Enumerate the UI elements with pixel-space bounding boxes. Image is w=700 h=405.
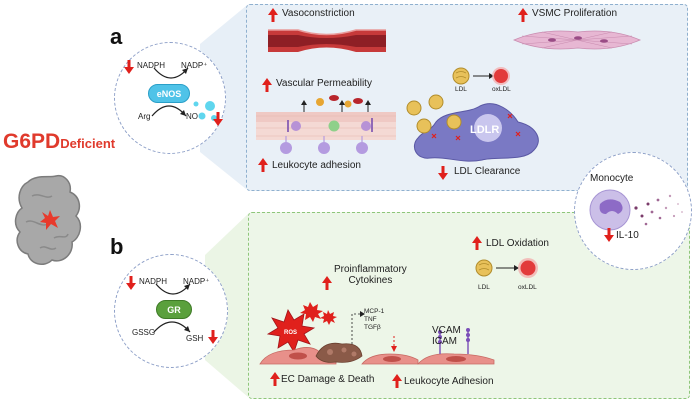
oxldl-label-b: oxLDL — [518, 284, 537, 291]
ldl-oxldl-a-icon — [452, 67, 510, 85]
monocyte-cell-icon — [589, 189, 683, 231]
leukocyte-cells-a-icon — [280, 136, 368, 154]
ldl-clearance-label: LDL Clearance — [454, 166, 521, 177]
cytokine-arrows-icon — [351, 311, 397, 352]
gsh-label: GSH — [186, 334, 204, 343]
ec-damage-label: EC Damage & Death — [281, 374, 375, 385]
g6pd-protein-icon — [14, 174, 82, 265]
leuko-adhesion-b-label: Leukocyte Adhesion — [404, 376, 494, 387]
ldlr-cell-icon — [406, 94, 539, 162]
nadp-label-a: NADP⁺ — [181, 61, 208, 70]
cytokines-line-1: Proinflammatory — [334, 264, 407, 275]
gssg-curve-b — [153, 321, 191, 333]
il10-label: IL-10 — [616, 230, 639, 241]
il10-down-arrow — [604, 228, 614, 247]
nadph-curve-b — [155, 283, 191, 295]
permeability-label: Vascular Permeability — [276, 78, 372, 89]
cytokines-label: Proinflammatory Cytokines — [334, 264, 407, 286]
monocyte-label: Monocyte — [590, 173, 634, 184]
leukocyte-up-arrow-a — [258, 158, 268, 177]
permeability-up-arrow — [262, 78, 272, 97]
cytokines-up-arrow — [322, 276, 332, 295]
no-label: NO — [186, 112, 198, 121]
leukocyte-adhesion-a-label: Leukocyte adhesion — [272, 160, 361, 171]
ec-damage-up-arrow — [270, 372, 280, 391]
adhesion-molecules-label: VCAM ICAM — [432, 325, 461, 347]
oxldl-label-a: oxLDL — [492, 86, 511, 93]
ldl-clearance-down-arrow — [438, 166, 448, 185]
enos-enzyme: eNOS — [148, 84, 190, 103]
cytokine-mcp1: MCP-1 — [364, 308, 385, 315]
gr-enzyme: GR — [156, 300, 192, 319]
ldl-label-a: LDL — [455, 86, 467, 93]
gsh-down-arrow — [208, 330, 218, 349]
nadph-label-b: NADPH — [139, 277, 168, 286]
ldl-oxldl-b-icon — [475, 258, 538, 278]
ldl-oxidation-label: LDL Oxidation — [486, 238, 549, 249]
panel-letter-a: a — [110, 24, 123, 49]
ros-burst-icon — [266, 302, 337, 353]
enos-circle — [114, 42, 226, 154]
vsmc-up-arrow — [518, 8, 528, 27]
g6pd-main-label: G6PD — [3, 130, 61, 153]
leuko-adhesion-up-arrow — [392, 374, 402, 393]
vasoconstriction-label: Vasoconstriction — [282, 8, 355, 19]
cytokine-tnf: TNF — [364, 316, 377, 323]
vasoconstriction-up-arrow — [268, 8, 278, 27]
starburst-icon — [40, 210, 60, 230]
nadph-down-arrow-a — [124, 60, 134, 79]
nadph-curve-a — [153, 67, 189, 79]
ldlr-label: LDLR — [470, 124, 500, 136]
nadph-down-arrow-b — [126, 276, 136, 295]
gssg-label: GSSG — [132, 328, 156, 337]
arg-label: Arg — [138, 112, 151, 121]
arg-curve-a — [151, 105, 187, 117]
vessel-constriction-icon — [268, 29, 386, 52]
g6pd-title: G6PDDeficient — [3, 130, 115, 154]
cytokine-tgfb: TGFβ — [364, 324, 381, 331]
no-bubbles-icon — [193, 101, 217, 121]
icam-label: ICAM — [432, 336, 457, 347]
g6pd-sub-label: Deficient — [60, 136, 116, 151]
ldl-oxidation-up-arrow — [472, 236, 482, 255]
cytokines-line-2: Cytokines — [348, 275, 393, 286]
no-down-arrow — [213, 112, 223, 131]
ros-label: ROS — [284, 330, 298, 336]
vsmc-label: VSMC Proliferation — [532, 8, 618, 19]
cytokine-list: MCP-1 TNF TGFβ — [364, 308, 384, 332]
nadph-label-a: NADPH — [137, 61, 166, 70]
vsmc-cells-icon — [512, 30, 642, 50]
vcam-label: VCAM — [432, 325, 461, 336]
nadp-label-b: NADP⁺ — [183, 277, 210, 286]
ldl-label-b: LDL — [478, 284, 490, 291]
endothelium-damage-icon — [259, 328, 495, 365]
endothelium-permeability-icon — [256, 95, 396, 140]
panel-letter-b: b — [110, 234, 124, 259]
